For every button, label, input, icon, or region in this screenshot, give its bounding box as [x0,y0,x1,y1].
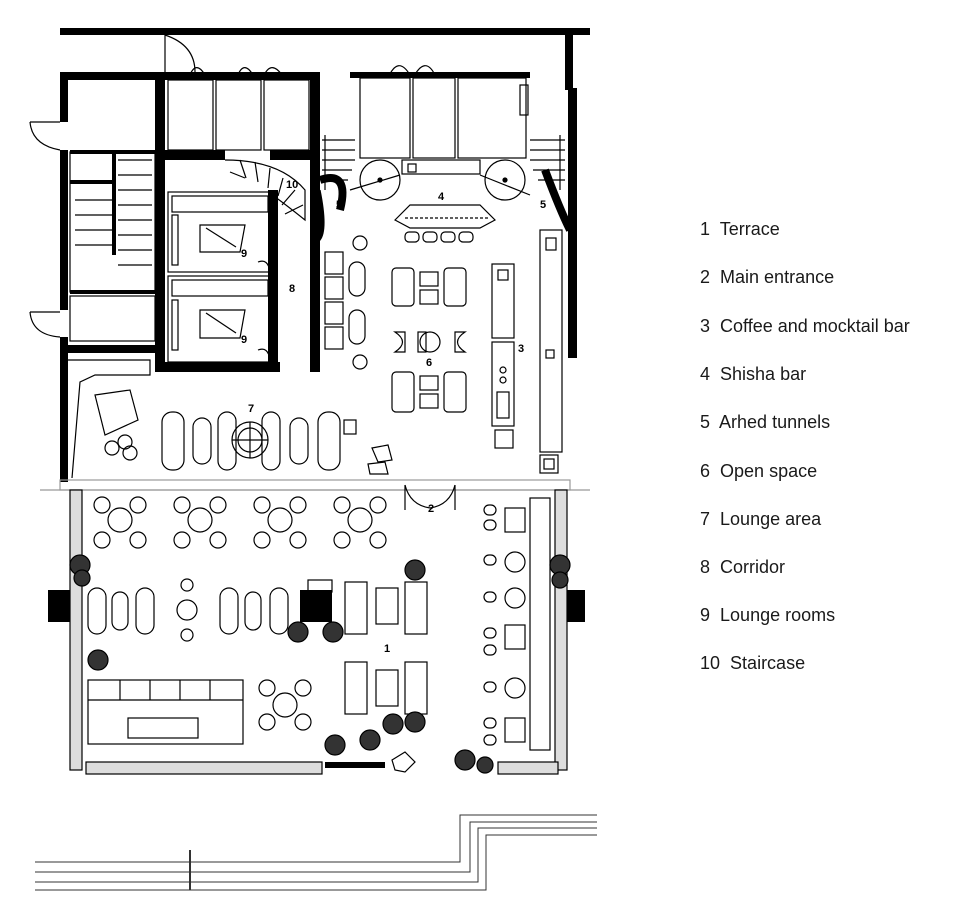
legend-item-1: 1 Terrace [700,219,780,240]
legend-num: 3 [700,316,711,336]
legend-item-2: 2 Main entrance [700,267,834,288]
plan-label-bar: 3 [518,343,524,355]
legend-num: 8 [700,557,711,577]
plan-label-staircase: 10 [286,179,298,191]
legend-num: 2 [700,267,711,287]
legend-item-10: 10 Staircase [700,653,805,674]
legend-label: Coffee and mocktail bar [720,316,910,336]
legend-item-9: 9 Lounge rooms [700,605,835,626]
legend-num: 5 [700,412,711,432]
plants [69,554,571,774]
plan-label-terrace: 1 [384,643,390,655]
legend-item-4: 4 Shisha bar [700,364,806,385]
plan-label-tunnel-right: 5 [540,199,546,211]
walls [48,28,590,768]
legend-label: Staircase [730,653,806,673]
legend-label: Open space [720,461,818,481]
legend-item-3: 3 Coffee and mocktail bar [700,316,910,337]
legend-label: Terrace [719,219,780,239]
legend-num: 4 [700,364,711,384]
plan-label-room-top: 9 [241,248,247,260]
plan-label-corridor: 8 [289,283,295,295]
legend-num: 6 [700,461,711,481]
legend-label: Shisha bar [720,364,807,384]
legend-num: 10 [700,653,721,673]
legend-num: 9 [700,605,711,625]
legend-item-8: 8 Corridor [700,557,785,578]
plan-label-shisha: 4 [438,191,445,203]
legend-label: Arhed tunnels [719,412,831,432]
legend-num: 7 [700,509,711,529]
plan-label-lounge: 7 [248,403,254,415]
legend-item-5: 5 Arhed tunnels [700,412,830,433]
legend-num: 1 [700,219,711,239]
legend-label: Lounge area [720,509,822,529]
legend-label: Main entrance [720,267,835,287]
legend-item-6: 6 Open space [700,461,817,482]
terrace-table-groups [93,496,387,731]
plan-label-tunnel-left: 5 [336,199,342,211]
legend-item-7: 7 Lounge area [700,509,821,530]
plan-numbers: 1 2 3 4 5 5 6 7 8 9 9 10 [241,179,546,655]
legend-label: Corridor [720,557,786,577]
plan-label-entrance: 2 [428,503,434,515]
plan-label-open-space: 6 [426,357,432,369]
plan-label-room-bottom: 9 [241,334,247,346]
legend-label: Lounge rooms [720,605,836,625]
